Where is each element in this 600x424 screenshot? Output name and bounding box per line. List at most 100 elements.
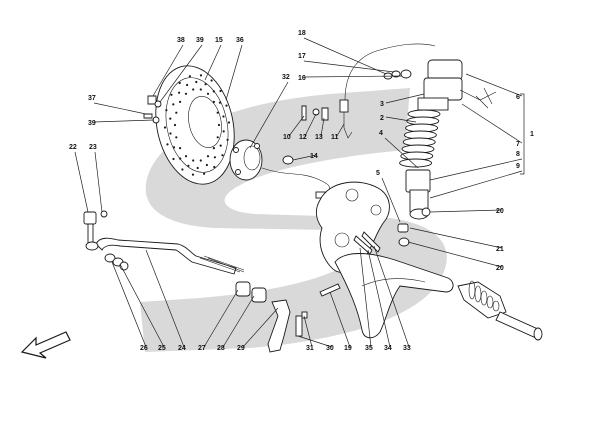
callout-label-27: 27 (198, 345, 206, 352)
washer-39a (154, 100, 162, 108)
disc-hole (205, 163, 208, 167)
wheel-hub (229, 139, 263, 181)
damper-cable (344, 43, 436, 101)
disc-hole (225, 104, 228, 107)
callout-label-20: 20 (496, 265, 504, 272)
nut-17 (391, 70, 401, 78)
disc-hole (216, 136, 219, 139)
disc-hole (172, 103, 175, 106)
boot-ring (474, 285, 482, 303)
leader-line-3 (385, 93, 425, 104)
disc-hole (212, 100, 215, 103)
leader-line-12 (304, 113, 317, 137)
lower-wishbone (334, 253, 454, 339)
leader-line-29 (242, 307, 279, 348)
leader-line-25 (119, 263, 165, 348)
callout-label-39: 39 (196, 37, 204, 44)
callout-label-14: 14 (310, 153, 318, 160)
leader-line-26 (111, 261, 147, 348)
disc-hole (195, 80, 198, 84)
callout-label-9: 9 (516, 163, 520, 170)
bolt-30 (295, 315, 303, 337)
disc-hole (188, 75, 191, 78)
disc-hole (206, 155, 210, 158)
leader-line-38 (152, 44, 184, 97)
disc-hole (222, 130, 225, 133)
spring-coil (399, 158, 433, 168)
disc-hole (199, 159, 202, 162)
disc-hole (169, 132, 172, 135)
callout-label-26: 26 (140, 345, 148, 352)
callout-label-36: 36 (236, 37, 244, 44)
callout-label-19: 19 (344, 345, 352, 352)
front-direction-arrow (20, 331, 71, 359)
leader-line-33 (373, 245, 410, 348)
disc-hole (206, 92, 210, 95)
disc-hole (213, 156, 216, 159)
nut-20b (398, 237, 410, 247)
leader-line-35 (359, 247, 372, 348)
disc-hole (166, 143, 169, 146)
disc-hole (219, 89, 222, 93)
callout-label-6: 6 (516, 94, 520, 101)
leader-line-30 (297, 335, 333, 348)
disc-hole (175, 111, 178, 114)
leader-line-28 (222, 295, 255, 348)
assembly-bracket (520, 93, 525, 175)
leader-line-13 (320, 117, 325, 137)
disc-hole (199, 74, 203, 77)
leader-line-31 (303, 315, 313, 348)
leader-line-39 (93, 119, 155, 123)
callout-label-10: 10 (283, 134, 291, 141)
leader-line-20 (429, 209, 503, 213)
screw-13 (321, 107, 329, 121)
leader-line-19 (329, 291, 351, 348)
bush-16 (400, 69, 412, 79)
leader-line-21 (409, 227, 503, 249)
wishbone-inner (361, 278, 426, 287)
callout-label-12: 12 (299, 134, 307, 141)
leader-line-16 (303, 75, 403, 78)
bolt-19 (319, 283, 341, 297)
disc-hole (175, 136, 178, 139)
leader-line-18 (303, 37, 387, 75)
leader-line-24 (145, 249, 185, 348)
disc-hole (179, 147, 182, 150)
callout-label-13: 13 (315, 134, 323, 141)
leader-line-27 (203, 289, 239, 348)
disc-hole (192, 88, 195, 91)
disc-hole (221, 154, 224, 157)
screw-37 (143, 113, 153, 119)
bush-28 (251, 287, 267, 303)
disc-hole (192, 159, 195, 162)
leader-line-9 (429, 170, 523, 199)
leader-line-36 (225, 44, 243, 101)
leader-line-11 (336, 123, 345, 137)
callout-label-34: 34 (384, 345, 392, 352)
disc-hole (191, 173, 195, 176)
callout-label-7: 7 (516, 141, 520, 148)
anti-roll-bar (95, 237, 237, 275)
leader-line-15 (204, 44, 222, 81)
disc-hole (163, 126, 167, 129)
leader-line-34 (367, 249, 391, 348)
disc-hole (187, 164, 190, 167)
bush-21 (397, 223, 409, 233)
callout-label-15: 15 (215, 37, 223, 44)
disc-hole (226, 138, 229, 141)
boot-ring (492, 300, 500, 312)
leader-line-5 (381, 177, 401, 223)
leader-line-7 (461, 103, 523, 144)
callout-label-31: 31 (306, 345, 314, 352)
callout-label-22: 22 (69, 144, 77, 151)
disc-hole (204, 83, 207, 86)
boot-ring (480, 290, 488, 306)
disc-hole (178, 81, 181, 85)
nut-14 (282, 155, 294, 165)
callout-label-2: 2 (380, 115, 384, 122)
washer-26 (104, 253, 116, 263)
leader-line-2 (385, 116, 417, 123)
callout-label-37: 37 (88, 95, 96, 102)
callout-label-11: 11 (331, 134, 339, 141)
